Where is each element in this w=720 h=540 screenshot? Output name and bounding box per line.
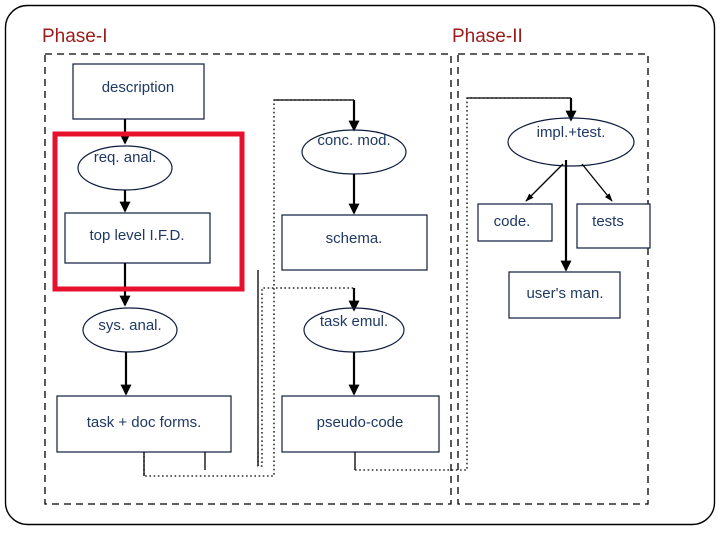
description-label: description [102,79,175,96]
node-req-anal: req. anal. [77,145,173,191]
impl-test-label: impl.+test. [537,124,606,141]
description-box [72,63,205,120]
top-level-ifd-label: top level I.F.D. [89,227,184,244]
code-label: code. [494,213,531,230]
phase-2-title: Phase-II [452,26,523,47]
users-man-box [508,271,621,319]
req-anal-label: req. anal. [94,149,157,166]
node-conc-mod: conc. mod. [301,129,407,175]
code-box [477,203,553,242]
phase-2-group-box [457,53,649,505]
node-top-level-ifd: top level I.F.D. [64,212,211,264]
tests-box [576,203,651,249]
node-impl-test: impl.+test. [507,117,635,167]
pseudo-code-label: pseudo-code [317,414,404,431]
rounded-slide-border [4,4,716,526]
tests-label: tests [592,213,624,230]
task-doc-forms-box [56,395,232,453]
top-level-ifd-box [64,212,211,264]
node-description: description [72,63,205,120]
schema-label: schema. [326,230,383,247]
node-task-doc-forms: task + doc forms. [56,395,232,453]
phase-1-title: Phase-I [42,26,107,47]
node-task-emul: task emul. [303,307,405,353]
conc-mod-label: conc. mod. [317,132,390,149]
node-pseudo-code: pseudo-code [281,395,440,453]
impl-test-ellipse [507,117,635,167]
node-tests: tests [576,203,651,249]
edge-impl-test-to-code [525,163,564,202]
phase-1-group-box [44,53,452,505]
sys-anal-ellipse [82,307,178,353]
edge-impl-test-to-tests [581,163,613,202]
node-code: code. [477,203,553,242]
pseudo-code-box [281,395,440,453]
task-emul-label: task emul. [320,313,388,330]
red-emphasis-box [52,131,245,292]
node-schema: schema. [281,214,428,271]
feedback-pseudo-code-to-impl-test [355,97,571,471]
node-sys-anal: sys. anal. [82,307,178,353]
schema-box [281,214,428,271]
node-users-man: user's man. [508,271,621,319]
task-doc-forms-label: task + doc forms. [87,414,202,431]
sys-anal-label: sys. anal. [98,317,161,334]
users-man-label: user's man. [526,285,603,302]
